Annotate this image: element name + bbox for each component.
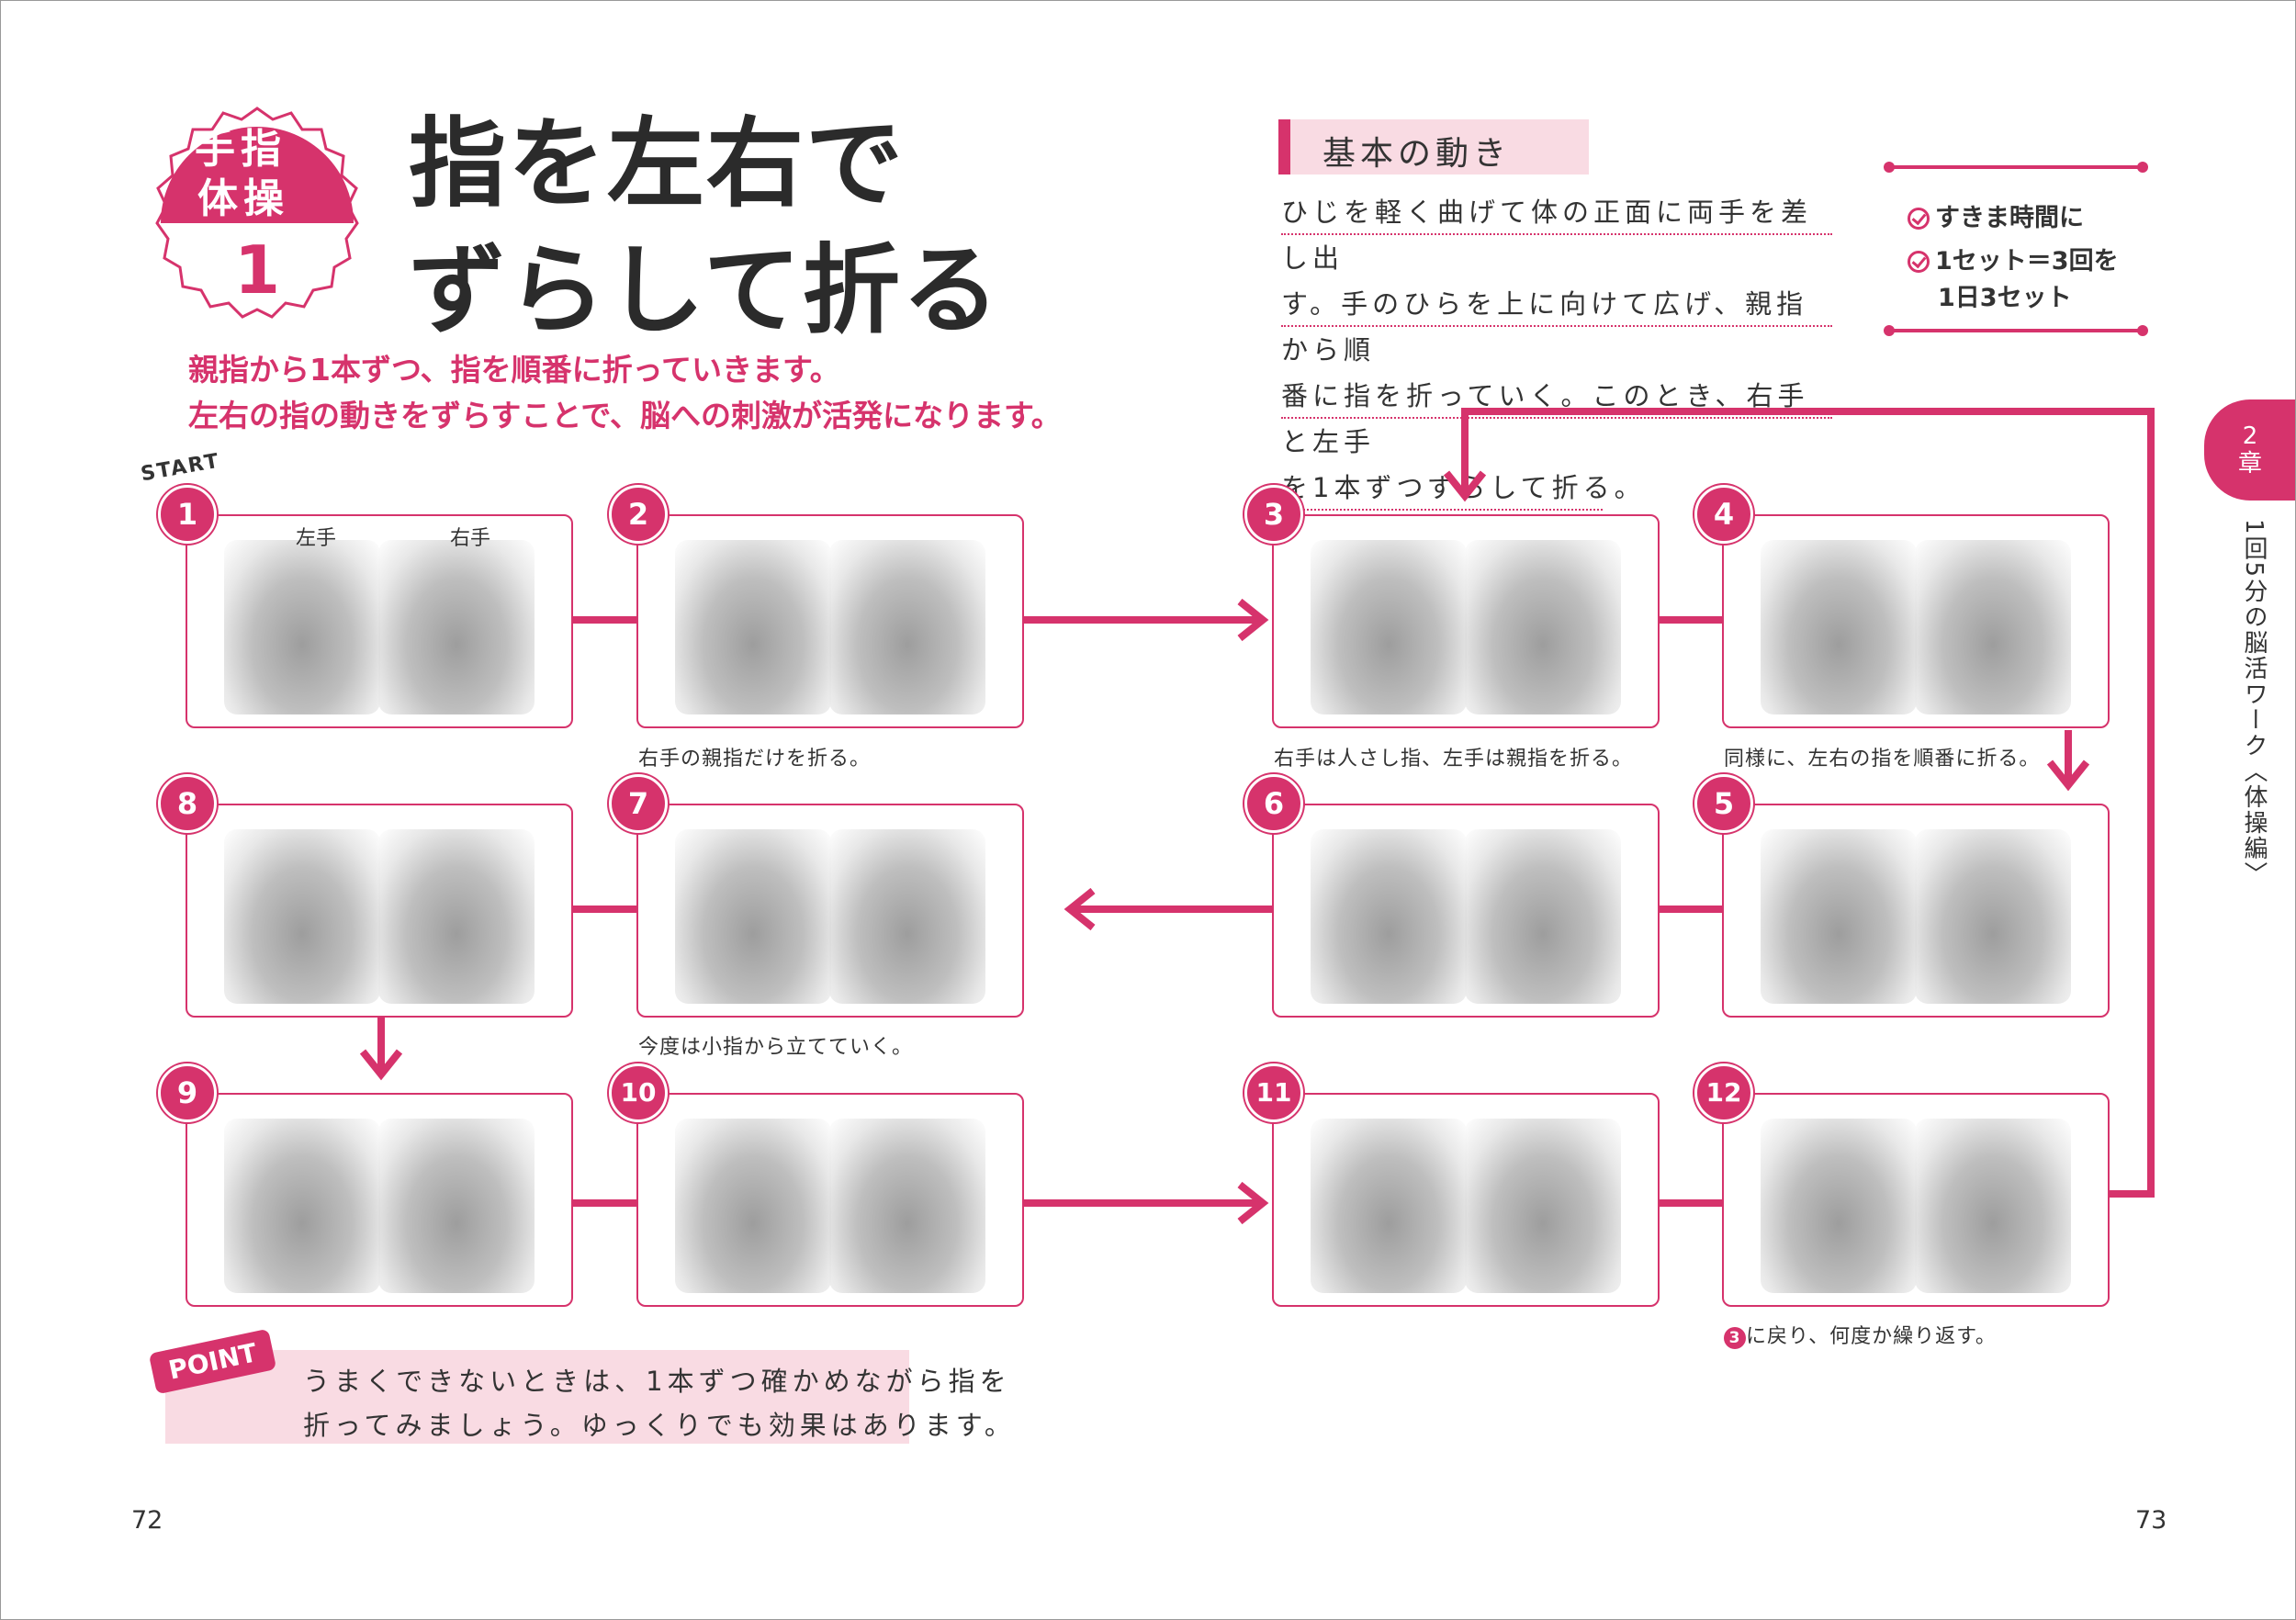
step-number-10: 10 xyxy=(609,1063,668,1122)
right-hand-photo xyxy=(1465,829,1621,1004)
set-row-1: すきま時間に xyxy=(1908,197,2084,233)
point-box xyxy=(165,1350,909,1444)
right-hand-photo xyxy=(1915,540,2071,714)
step-number-8: 8 xyxy=(158,774,217,833)
basic-line: 番に指を折っていく。このとき、右手と左手 xyxy=(1281,373,1832,465)
left-hand-photo xyxy=(1311,1119,1467,1293)
right-hand-photo xyxy=(378,1119,535,1293)
right-hand-photo xyxy=(378,540,535,714)
right-hand-label: 右手 xyxy=(450,527,491,550)
lead-line1: 親指から1本ずつ、指を順番に折っていきます。 xyxy=(188,352,840,388)
basic-movement-label: 基本の動き xyxy=(1322,135,1512,173)
heading-accent-bar xyxy=(1278,119,1290,174)
step-number-12: 12 xyxy=(1694,1063,1753,1122)
step-card-8 xyxy=(186,804,573,1018)
basic-line: す。手のひらを上に向けて広げ、親指から順 xyxy=(1281,281,1832,373)
step-number-4: 4 xyxy=(1694,485,1753,544)
right-hand-photo xyxy=(1465,540,1621,714)
caption-step-ref: 3 xyxy=(1724,1327,1746,1349)
step-card-7 xyxy=(636,804,1024,1018)
step-card-11 xyxy=(1272,1093,1660,1307)
right-hand-photo xyxy=(829,540,985,714)
basic-line: ひじを軽く曲げて体の正面に両手を差し出 xyxy=(1281,189,1832,281)
left-hand-photo xyxy=(1761,540,1917,714)
step-number-3: 3 xyxy=(1244,485,1303,544)
caption-step-7: 今度は小指から立てていく。 xyxy=(638,1036,914,1059)
right-hand-photo xyxy=(378,829,535,1004)
lead-text: 親指から1本ずつ、指を順番に折っていきます。 左右の指の動きをずらすことで、脳へ… xyxy=(188,347,1062,439)
left-hand-photo xyxy=(675,1119,831,1293)
left-hand-photo xyxy=(224,1119,380,1293)
right-hand-photo xyxy=(829,1119,985,1293)
step-card-12 xyxy=(1722,1093,2110,1307)
left-hand-photo xyxy=(224,540,380,714)
title-line1: 指を左右で xyxy=(409,107,905,220)
left-hand-photo xyxy=(675,540,831,714)
check-icon xyxy=(1908,251,1930,273)
step-card-4 xyxy=(1722,514,2110,728)
right-hand-photo xyxy=(1915,1119,2071,1293)
basic-movement-text: ひじを軽く曲げて体の正面に両手を差し出 す。手のひらを上に向けて広げ、親指から順… xyxy=(1281,189,1832,511)
title-line2: ずらして折る xyxy=(409,234,1001,347)
step-number-6: 6 xyxy=(1244,774,1303,833)
caption-step-4: 同様に、左右の指を順番に折る。 xyxy=(1724,748,2041,771)
step-number-9: 9 xyxy=(158,1063,217,1122)
step-card-3 xyxy=(1272,514,1660,728)
right-hand-photo xyxy=(829,829,985,1004)
step-card-6 xyxy=(1272,804,1660,1018)
chapter-side-title: 1回5分の脳活ワーク〈体操編〉 xyxy=(2240,519,2268,888)
right-hand-photo xyxy=(1915,829,2071,1004)
set-bottom-line xyxy=(1884,325,2148,336)
step-card-9 xyxy=(186,1093,573,1307)
left-hand-photo xyxy=(1761,1119,1917,1293)
left-hand-label: 左手 xyxy=(296,527,337,550)
badge-number: 1 xyxy=(234,231,281,309)
left-hand-photo xyxy=(1311,540,1467,714)
lead-line2: 左右の指の動きをずらすことで、脳への刺激が活発になります。 xyxy=(188,398,1062,433)
left-hand-photo xyxy=(1761,829,1917,1004)
chapter-tab[interactable]: 2 章 xyxy=(2204,399,2296,501)
check-icon xyxy=(1908,208,1930,230)
page-title: 指を左右で ずらして折る xyxy=(409,101,1001,354)
exercise-badge xyxy=(155,107,359,319)
right-hand-photo xyxy=(1465,1119,1621,1293)
point-text: うまくできないときは、1本ずつ確かめながら指を 折ってみましょう。ゆっくりでも効… xyxy=(303,1366,1016,1441)
left-hand-photo xyxy=(1311,829,1467,1004)
step-card-10 xyxy=(636,1093,1024,1307)
set-row-3: 1日3セット xyxy=(1938,284,2072,312)
badge-line2: 体操 xyxy=(197,175,289,222)
left-hand-photo xyxy=(224,829,380,1004)
step-number-2: 2 xyxy=(609,485,668,544)
page-number-right: 73 xyxy=(2135,1506,2167,1535)
step-number-1: 1 xyxy=(158,485,217,544)
page-number-left: 72 xyxy=(131,1506,163,1535)
step-number-11: 11 xyxy=(1244,1063,1303,1122)
caption-step-3: 右手は人さし指、左手は親指を折る。 xyxy=(1274,748,1634,771)
set-top-line xyxy=(1884,162,2148,173)
step-card-2 xyxy=(636,514,1024,728)
caption-step-2: 右手の親指だけを折る。 xyxy=(638,748,872,771)
step-card-5 xyxy=(1722,804,2110,1018)
badge-line1: 手指 xyxy=(195,126,287,173)
step-number-7: 7 xyxy=(609,774,668,833)
basic-movement-heading: 基本の動き xyxy=(1278,119,1589,174)
step-number-5: 5 xyxy=(1694,774,1753,833)
left-hand-photo xyxy=(675,829,831,1004)
step-card-1 xyxy=(186,514,573,728)
set-info: すきま時間に 1セット＝3回を 1日3セット xyxy=(1884,162,2148,336)
set-row-2: 1セット＝3回を xyxy=(1908,241,2119,276)
